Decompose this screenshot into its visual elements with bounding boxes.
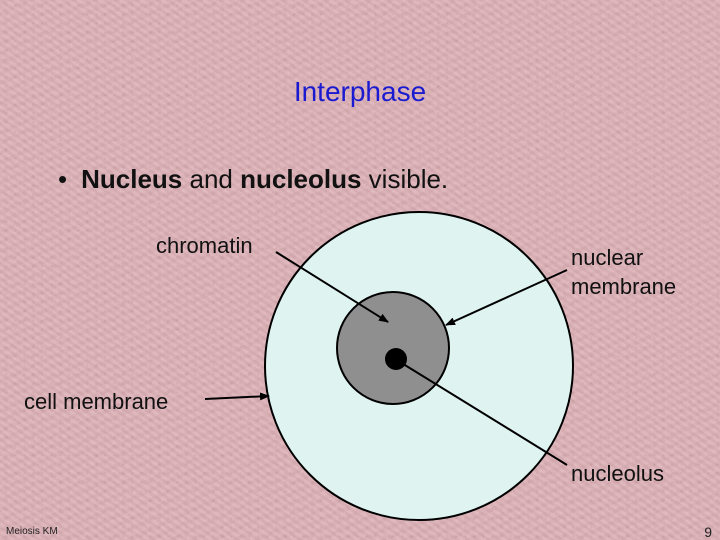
- nucleus-circle: [336, 291, 450, 405]
- bullet-nucleus: Nucleus: [81, 164, 183, 194]
- nuclear-membrane-arrow: [445, 269, 568, 326]
- nucleolus-label: nucleolus: [571, 461, 664, 486]
- bullet-visible: visible.: [361, 164, 449, 194]
- cell-membrane-label: cell membrane: [24, 389, 169, 414]
- nucleolus-line: [399, 361, 568, 466]
- chromatin-label: chromatin: [156, 233, 253, 258]
- bullet-point: • Nucleus and nucleolus visible.: [58, 164, 448, 195]
- nucleolus-dot: [385, 348, 407, 370]
- page-number: 9: [704, 524, 712, 540]
- footer-text: Meiosis KM: [6, 526, 58, 537]
- chromatin-arrow: [275, 251, 389, 323]
- slide-title: Interphase: [293, 76, 427, 107]
- bullet-nucleolus: nucleolus: [240, 164, 362, 194]
- nuclear-membrane-label-line2: membrane: [571, 274, 677, 299]
- cell-membrane-arrow: [204, 392, 270, 401]
- bullet-and: and: [182, 164, 241, 194]
- bullet-marker: •: [58, 164, 68, 194]
- nuclear-membrane-label-line1: nuclear: [571, 245, 644, 270]
